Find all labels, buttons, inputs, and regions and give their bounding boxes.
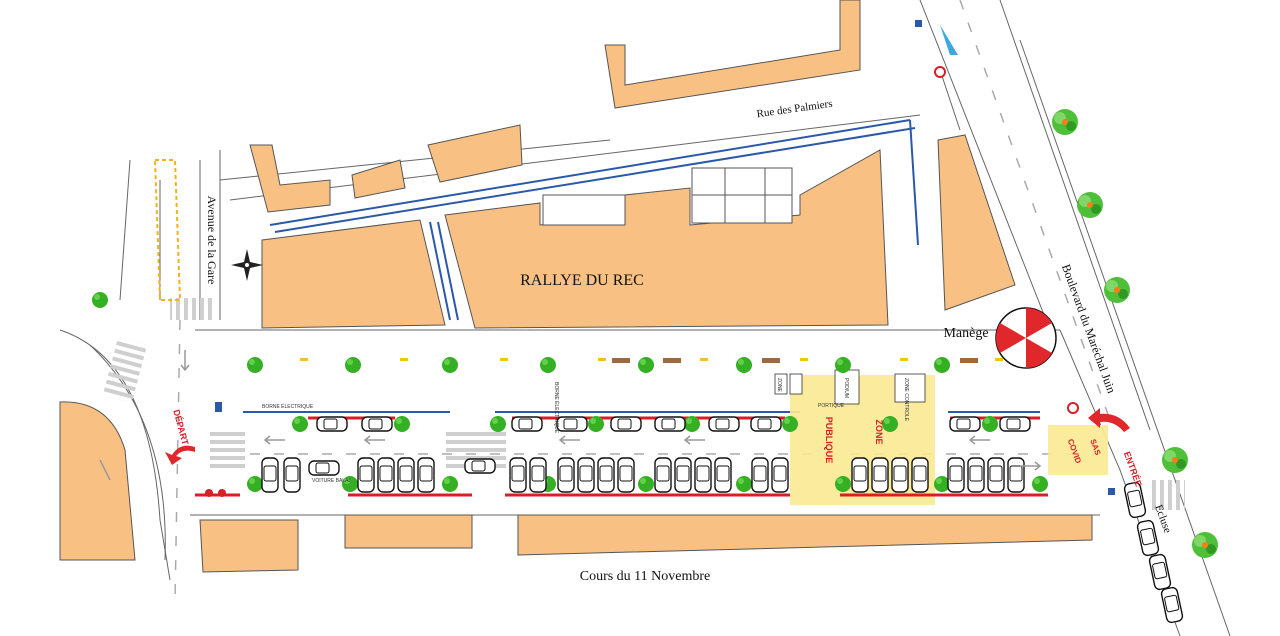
zone-label: ZONE	[874, 419, 884, 444]
yellow-bollards	[300, 358, 1003, 361]
building-block-left	[261, 219, 446, 329]
podium-label: PODIUM	[843, 378, 849, 398]
sas-covid-area	[1048, 425, 1108, 475]
street-left: Avenue de la Gare	[205, 196, 219, 285]
power-markers	[215, 20, 1115, 495]
carousel-icon	[995, 307, 1057, 369]
vehicle-label: VOITURE BALAI	[312, 478, 350, 484]
flow-arrows	[165, 408, 1130, 465]
building-small-1	[249, 144, 331, 213]
signage	[205, 25, 1079, 497]
zone-boxes	[774, 369, 926, 405]
building-top-right	[604, 0, 861, 109]
benches	[612, 358, 978, 363]
power-label-left: BORNE ÉLECTRIQUE	[262, 403, 314, 410]
entry-label: ENTRÉE	[1122, 450, 1144, 488]
buildings	[59, 0, 1093, 573]
building-left-curve	[59, 401, 136, 561]
building-small-3	[427, 124, 523, 183]
start-arch-label: PORTIQUE	[818, 403, 845, 409]
start-label: DÉPART	[171, 408, 190, 446]
compass-icon	[231, 249, 263, 281]
power-label-mid: BORNE ÉLECTRIQUE	[553, 382, 560, 434]
building-bottom-left	[199, 519, 299, 573]
building-block-main	[444, 149, 889, 329]
public-label: PUBLIQUE	[824, 417, 834, 464]
courtyards	[542, 167, 793, 226]
fence-lines	[243, 119, 1040, 413]
carousel-label: Manège	[943, 326, 988, 341]
building-small-2	[351, 159, 406, 199]
zone-control-label: ZONE CONTROLE	[903, 378, 909, 422]
building-bottom-mid	[344, 514, 473, 549]
crosswalks	[102, 159, 1185, 510]
street-bottom: Cours du 11 Novembre	[580, 569, 711, 584]
building-bottom-long	[517, 514, 1093, 556]
lane-arrows	[99, 350, 1042, 481]
map-title: RALLYE DU REC	[520, 272, 644, 289]
building-right-wedge	[937, 134, 1016, 311]
zone-small-label: ZONE	[776, 378, 782, 393]
street-top: Rue des Palmiers	[756, 98, 833, 121]
lane-dashes	[174, 0, 1111, 601]
